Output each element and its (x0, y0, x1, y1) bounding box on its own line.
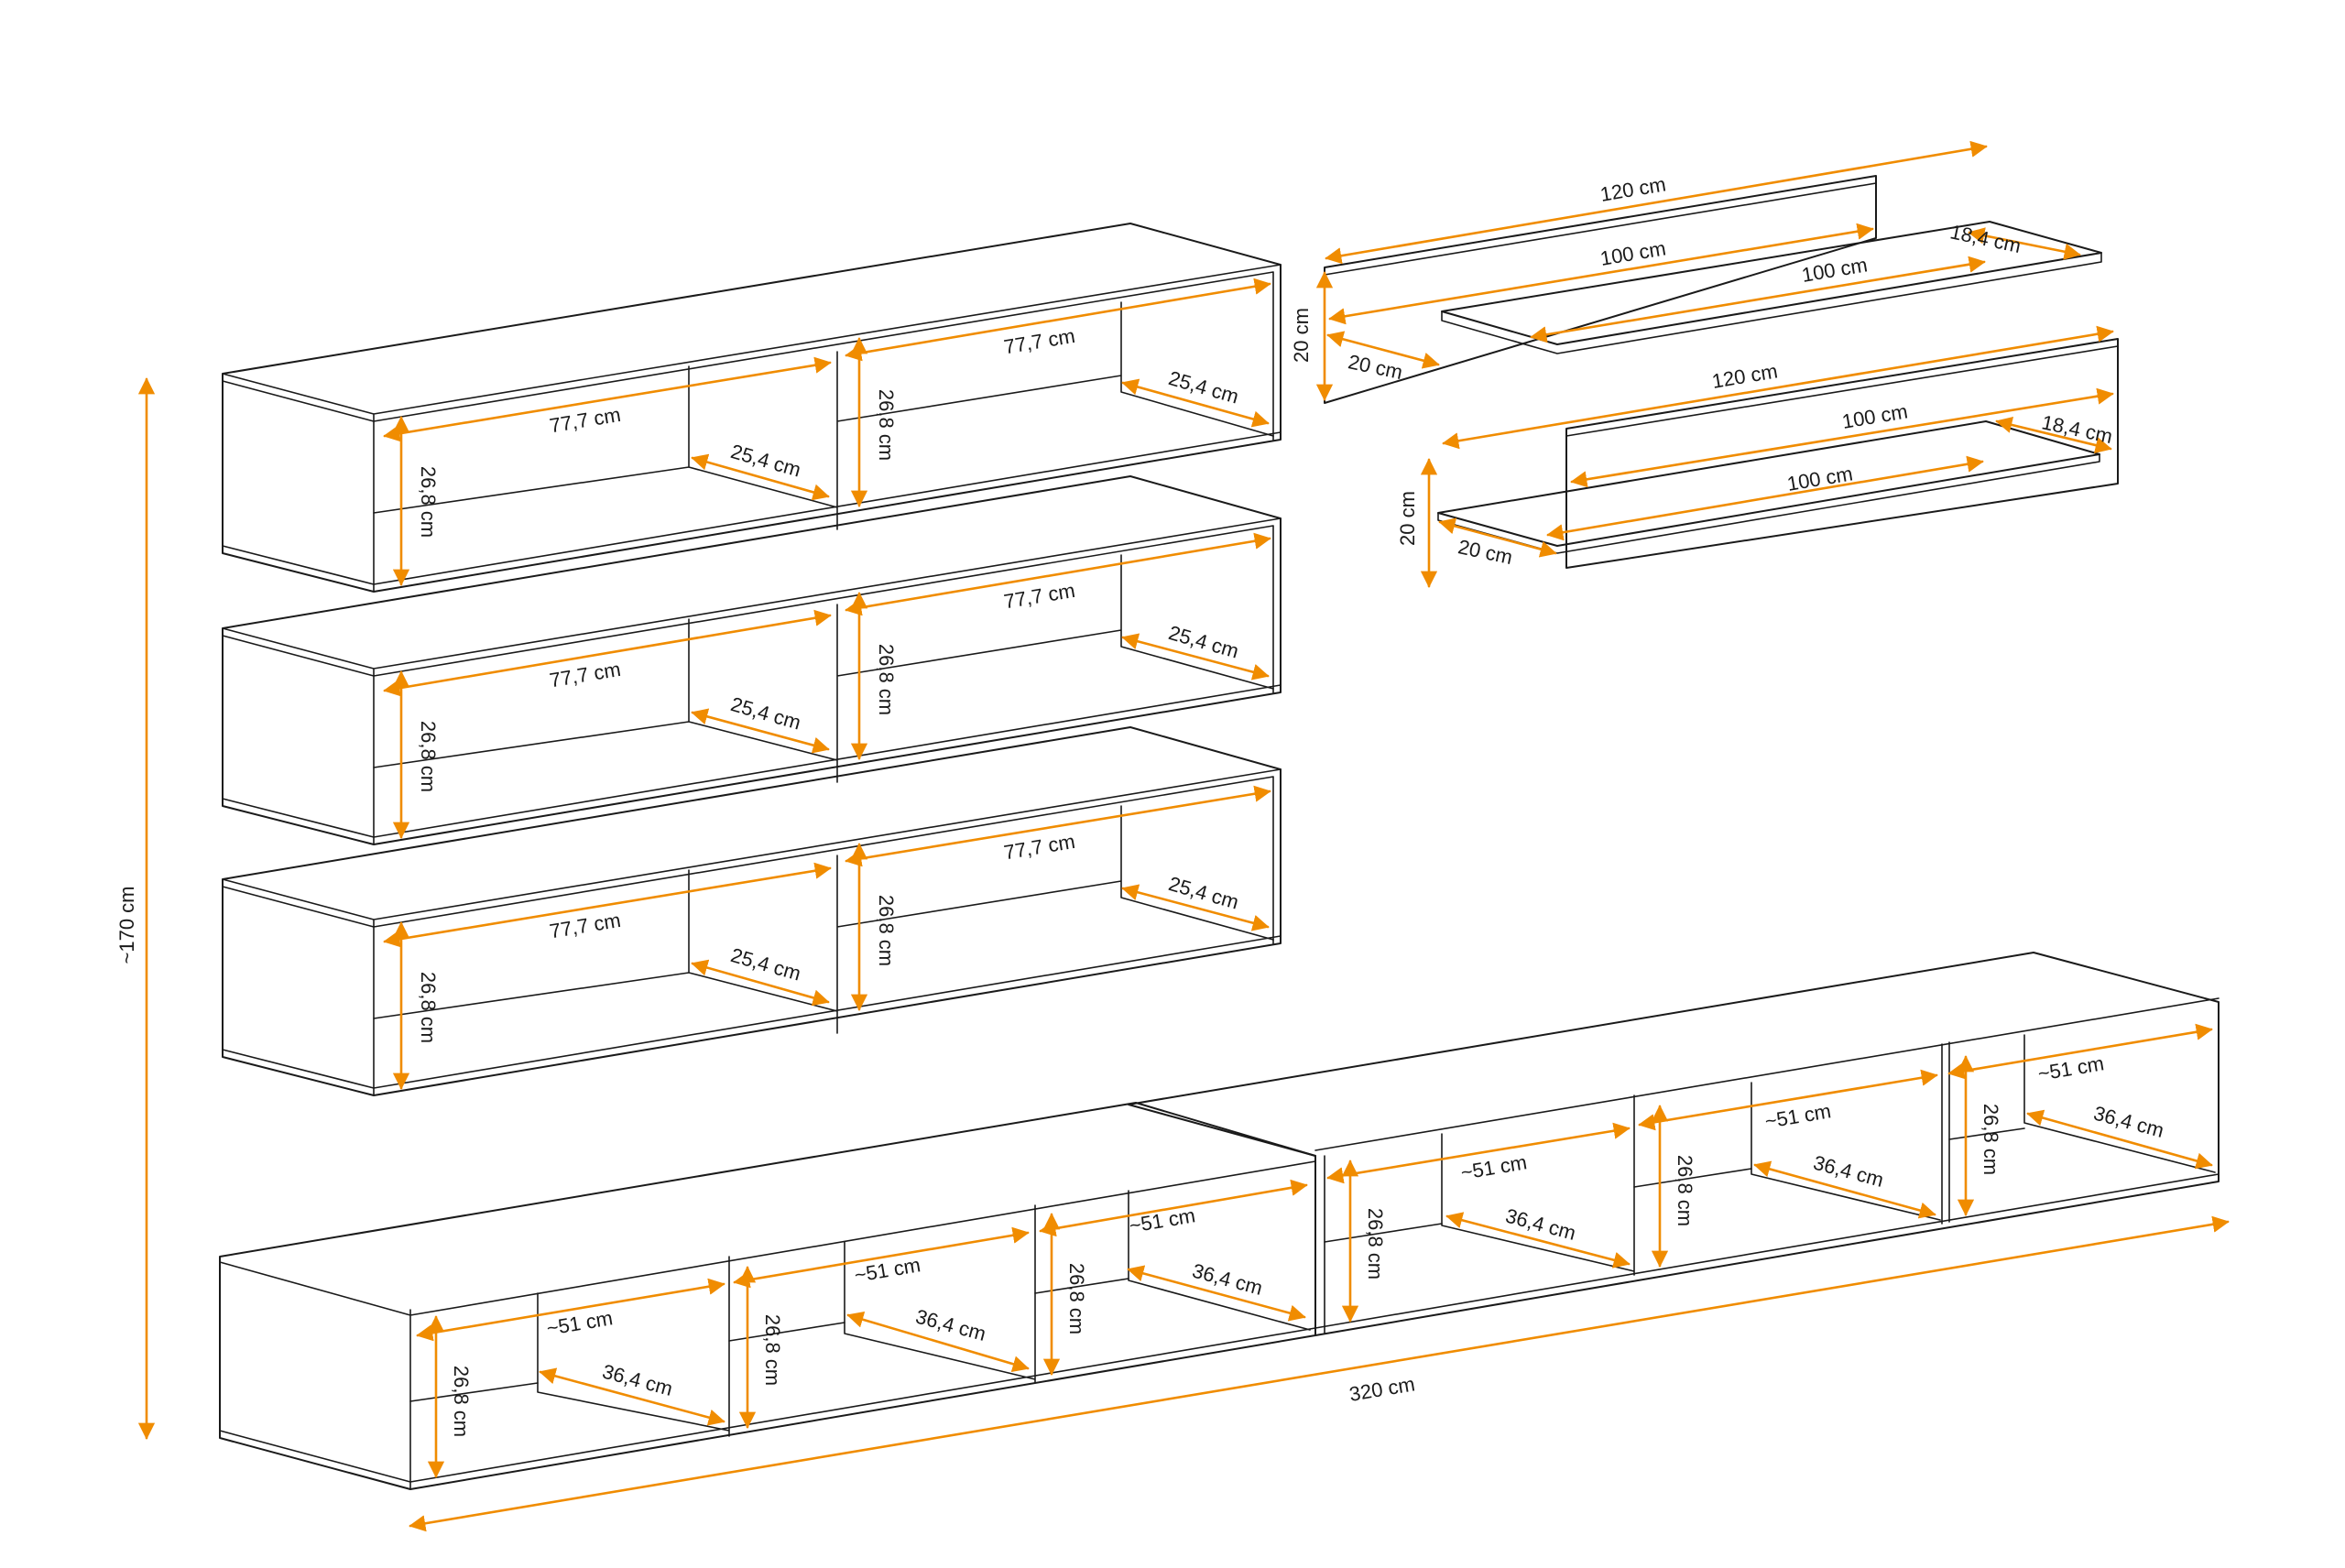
label-c1-depth-right: 25,4 cm (1166, 366, 1241, 408)
label-s1-back-width: 120 cm (1598, 172, 1667, 206)
wall-cabinet-bottom (222, 726, 1282, 1096)
label-c2-width-left: 77,7 cm (548, 658, 622, 692)
label-lu-width-2: ~51 cm (853, 1253, 922, 1287)
label-c3-width-right: 77,7 cm (1002, 830, 1076, 865)
label-c1-height-left: 26,8 cm (417, 466, 440, 538)
label-lu-height-2: 26,8 cm (761, 1314, 784, 1386)
label-lu-depth-3: 36,4 cm (1190, 1259, 1265, 1300)
low-unit-right (1128, 952, 2220, 1336)
label-c1-width-right: 77,7 cm (1002, 324, 1076, 359)
low-units (219, 952, 2220, 1490)
label-c2-height-right: 26,8 cm (875, 644, 898, 715)
label-c2-width-right: 77,7 cm (1002, 579, 1076, 614)
shelf-lower (1437, 338, 2119, 569)
label-c2-depth-left: 25,4 cm (728, 692, 803, 735)
label-lu-height-1: 26,8 cm (450, 1366, 473, 1437)
label-c3-depth-right: 25,4 cm (1166, 872, 1241, 914)
label-c1-height-right: 26,8 cm (875, 389, 898, 461)
label-s2-back-height: 20 cm (1396, 491, 1419, 546)
label-overall-width: 320 cm (1347, 1372, 1416, 1406)
label-lu-height-3: 26,8 cm (1065, 1263, 1088, 1334)
label-s1-back-depth: 20 cm (1347, 350, 1405, 384)
label-lu-width-3: ~51 cm (1128, 1203, 1197, 1237)
dim-overall-width (409, 1215, 2230, 1532)
label-s2-shelf-width-back: 100 cm (1785, 462, 1854, 495)
label-lu-depth-2: 36,4 cm (913, 1305, 988, 1345)
label-lu-height-5: 26,8 cm (1674, 1155, 1696, 1226)
label-c3-height-left: 26,8 cm (417, 972, 440, 1043)
wall-cabinet-top (222, 223, 1282, 593)
dimension-labels: ~170 cm 320 cm 77,7 cm 77,7 cm 25,4 cm 2… (115, 172, 2166, 1437)
wall-cabinet-middle (222, 475, 1282, 845)
label-lu-height-4: 26,8 cm (1364, 1208, 1387, 1279)
label-c2-depth-right: 25,4 cm (1166, 621, 1241, 663)
label-s1-shelf-depth: 18,4 cm (1948, 220, 2023, 257)
dimension-lines (137, 140, 2230, 1532)
label-lu-depth-4: 36,4 cm (1503, 1204, 1578, 1245)
label-s2-shelf-depth: 18,4 cm (2040, 410, 2115, 448)
label-s1-back-height: 20 cm (1290, 308, 1313, 363)
label-overall-height: ~170 cm (115, 887, 138, 964)
low-unit-left (219, 1102, 1316, 1490)
label-lu-height-6: 26,8 cm (1980, 1104, 2002, 1175)
label-lu-depth-5: 36,4 cm (1811, 1151, 1886, 1192)
label-lu-depth-1: 36,4 cm (600, 1360, 675, 1400)
label-c3-depth-left: 25,4 cm (728, 943, 803, 985)
label-c1-depth-left: 25,4 cm (728, 440, 803, 482)
label-lu-width-5: ~51 cm (1763, 1099, 1833, 1133)
label-c2-height-left: 26,8 cm (417, 721, 440, 792)
label-c3-height-right: 26,8 cm (875, 895, 898, 966)
label-lu-depth-6: 36,4 cm (2091, 1102, 2166, 1142)
